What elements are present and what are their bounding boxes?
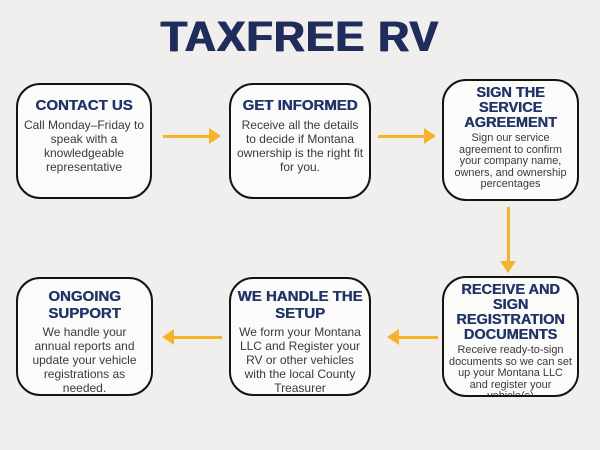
page-title: TAXFREE RV xyxy=(160,13,440,61)
step-box-we-handle-setup: WE HANDLE THE SETUP We form your Montana… xyxy=(229,277,371,396)
step-description: We handle your annual reports and update… xyxy=(32,325,137,396)
step-title: WE HANDLE THE SETUP xyxy=(237,288,363,322)
step-box-get-informed: GET INFORMED Receive all the details to … xyxy=(229,83,371,199)
step-title: RECEIVE AND SIGN REGISTRATION DOCUMENTS xyxy=(456,282,565,344)
arrow-shaft xyxy=(163,134,210,138)
step-description: Sign our service agreement to confirm yo… xyxy=(454,132,567,190)
arrow-down-icon xyxy=(500,207,516,273)
arrow-shaft xyxy=(378,134,425,138)
step-title: CONTACT US xyxy=(35,97,133,114)
arrow-right-icon xyxy=(378,128,436,144)
arrow-shaft xyxy=(506,207,510,262)
step-box-contact-us: CONTACT US Call Monday–Friday to speak w… xyxy=(16,83,152,199)
arrow-shaft xyxy=(398,335,438,339)
arrow-head xyxy=(162,329,174,345)
step-description: We form your Montana LLC and Register yo… xyxy=(239,325,361,396)
arrow-head xyxy=(500,261,516,273)
step-description: Receive ready-to-sign documents so we ca… xyxy=(449,344,572,397)
arrow-left-icon xyxy=(387,329,438,345)
step-description: Call Monday–Friday to speak with a knowl… xyxy=(23,117,145,174)
arrow-head xyxy=(209,128,221,144)
step-box-sign-service-agreement: SIGN THE SERVICE AGREEMENT Sign our serv… xyxy=(442,79,579,201)
arrow-head xyxy=(424,128,436,144)
arrow-left-icon xyxy=(162,329,222,345)
step-box-receive-sign-registration-documents: RECEIVE AND SIGN REGISTRATION DOCUMENTS … xyxy=(442,276,579,397)
step-title: SIGN THE SERVICE AGREEMENT xyxy=(464,85,557,132)
arrow-right-icon xyxy=(163,128,221,144)
step-box-ongoing-support: ONGOING SUPPORT We handle your annual re… xyxy=(16,277,153,396)
arrow-head xyxy=(387,329,399,345)
arrow-shaft xyxy=(173,335,222,339)
step-title: ONGOING SUPPORT xyxy=(48,288,121,322)
step-title: GET INFORMED xyxy=(242,97,358,114)
step-description: Receive all the details to decide if Mon… xyxy=(236,117,364,174)
